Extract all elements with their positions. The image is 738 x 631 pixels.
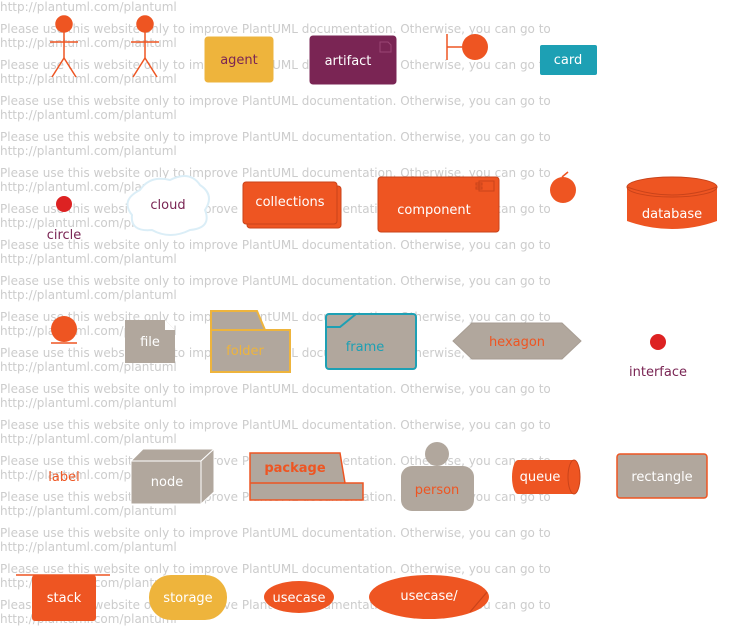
cloud-label: cloud xyxy=(150,198,185,213)
watermark-text: Please use this website only to improve … xyxy=(0,418,551,432)
storage-node[interactable]: storage xyxy=(149,575,227,620)
stack-node[interactable]: stack xyxy=(16,574,110,621)
package-node[interactable]: package xyxy=(249,452,364,501)
stack-label: stack xyxy=(47,591,82,606)
watermark-text: http://plantuml.com/plantuml xyxy=(0,252,177,266)
collections-label: collections xyxy=(255,195,324,210)
label-node[interactable]: label xyxy=(48,470,79,485)
circle-label: circle xyxy=(47,228,82,243)
actor-2[interactable] xyxy=(131,15,159,78)
watermark-text: http://plantuml.com/plantuml xyxy=(0,36,177,50)
node-label: node xyxy=(151,475,183,490)
interface-node[interactable]: interface xyxy=(629,334,687,380)
artifact-icon xyxy=(379,41,392,53)
watermark-text: http://plantuml.com/plantuml xyxy=(0,540,177,554)
watermark-text: http://plantuml.com/plantuml xyxy=(0,432,177,446)
watermark-text: Please use this website only to improve … xyxy=(0,382,551,396)
node-node[interactable]: node xyxy=(129,447,216,506)
usecase-node[interactable]: usecase xyxy=(264,581,334,613)
agent-node[interactable]: agent xyxy=(204,36,274,83)
database-node[interactable]: database xyxy=(626,176,718,229)
actor-1[interactable] xyxy=(50,15,78,78)
frame-label: frame xyxy=(346,340,385,355)
watermark-text: http://plantuml.com/plantuml xyxy=(0,504,177,518)
card-label: card xyxy=(554,53,582,68)
component-node[interactable]: component xyxy=(377,176,500,233)
frame-node[interactable]: frame xyxy=(325,313,417,370)
usecase-label: usecase xyxy=(273,591,326,606)
boundary-node[interactable] xyxy=(446,34,488,60)
person-node[interactable]: person xyxy=(401,442,474,511)
watermark-text: Please use this website only to improve … xyxy=(0,238,551,252)
artifact-node[interactable]: artifact xyxy=(309,35,397,85)
watermark-text: http://plantuml.com/plantuml xyxy=(0,72,177,86)
watermark-text: Please use this website only to improve … xyxy=(0,274,551,288)
interface-label: interface xyxy=(629,365,687,380)
circle-node[interactable]: circle xyxy=(47,196,82,243)
storage-label: storage xyxy=(163,591,212,606)
component-icon xyxy=(475,180,495,192)
queue-label: queue xyxy=(520,470,561,485)
person-label: person xyxy=(415,483,460,498)
business-usecase-node[interactable]: usecase/ xyxy=(369,575,489,619)
watermark-text: http://plantuml.com/plantuml xyxy=(0,180,177,194)
file-node[interactable]: file xyxy=(125,320,175,363)
control-node[interactable] xyxy=(550,171,576,203)
watermark-text: Please use this website only to improve … xyxy=(0,94,551,108)
watermark-text: http://plantuml.com/plantuml xyxy=(0,0,177,14)
collections-node[interactable]: collections xyxy=(242,181,342,229)
file-label: file xyxy=(140,335,160,350)
watermark-text: http://plantuml.com/plantuml xyxy=(0,144,177,158)
artifact-label: artifact xyxy=(325,54,372,69)
queue-node[interactable]: queue xyxy=(512,459,581,495)
rectangle-node[interactable]: rectangle xyxy=(616,453,708,499)
business-usecase-label: usecase/ xyxy=(400,589,458,604)
agent-label: agent xyxy=(220,53,258,68)
label-label: label xyxy=(48,470,79,485)
component-label: component xyxy=(397,203,471,218)
watermark-text: Please use this website only to improve … xyxy=(0,526,551,540)
database-label: database xyxy=(642,207,702,222)
watermark-text: http://plantuml.com/plantuml xyxy=(0,396,177,410)
rectangle-label: rectangle xyxy=(631,470,692,485)
watermark-text: http://plantuml.com/plantuml xyxy=(0,288,177,302)
watermark-text: Please use this website only to improve … xyxy=(0,562,551,576)
hexagon-label: hexagon xyxy=(489,335,545,350)
folder-label: folder xyxy=(226,344,264,359)
watermark-text: http://plantuml.com/plantuml xyxy=(0,108,177,122)
watermark-text: Please use this website only to improve … xyxy=(0,130,551,144)
cloud-node[interactable]: cloud xyxy=(126,175,210,236)
folder-node[interactable]: folder xyxy=(210,310,291,373)
watermark-text: http://plantuml.com/plantuml xyxy=(0,360,177,374)
package-label: package xyxy=(264,461,326,476)
hexagon-node[interactable]: hexagon xyxy=(452,322,582,360)
entity-node[interactable] xyxy=(51,316,77,344)
card-node[interactable]: card xyxy=(540,45,597,75)
